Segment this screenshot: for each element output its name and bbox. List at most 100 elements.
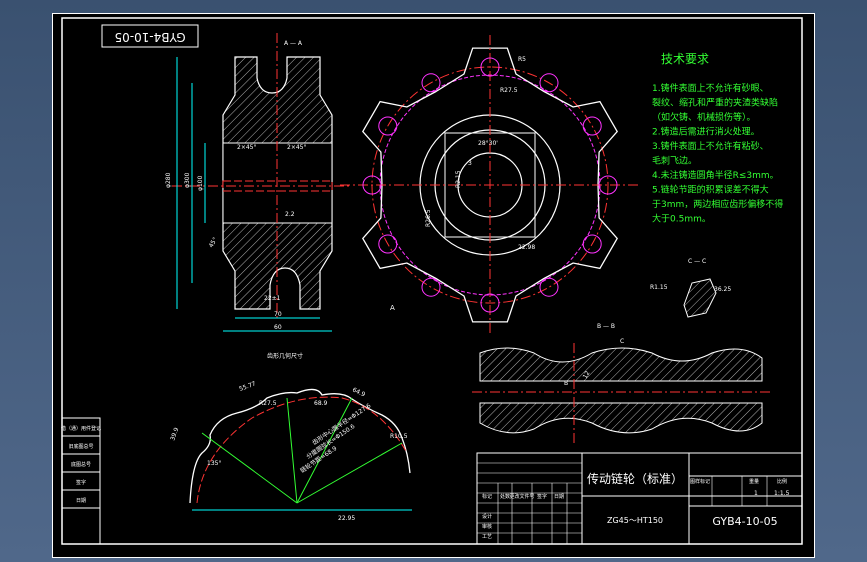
dim-chamfer-right: 2×45° (287, 144, 306, 151)
section-bb-view: B — B C B 12 (472, 323, 770, 443)
pin-circle (362, 175, 382, 195)
req-line: （如欠铸、机械损伤等）。 (652, 111, 756, 123)
pin-circle (378, 234, 398, 254)
left-table-frame (61, 417, 101, 545)
dim-prof3: 68.9 (314, 400, 328, 407)
left-table-cell: 日期 (76, 498, 86, 504)
section-bb-label: B — B (597, 323, 615, 330)
tb-header: 重量 (749, 478, 759, 485)
tb-row-label: 签字 (537, 493, 547, 500)
dim-3625: 36.25 (714, 286, 731, 293)
dim-chamfer-left: 2×45° (237, 144, 256, 151)
req-line: 3.铸件表面上不允许有粘砂、 (652, 140, 769, 152)
tb-header: 比例 (777, 478, 787, 485)
pin-circle (480, 57, 500, 77)
section-cc-label: C — C (688, 258, 706, 265)
prof-ray-1 (201, 432, 298, 504)
req-line: 5.链轮节距的积累误差不得大 (652, 184, 769, 196)
dim-3: 3 (468, 160, 472, 167)
pin-circle (421, 73, 441, 93)
bb-upper (479, 347, 763, 382)
dim-prof4: 39.9 (169, 427, 180, 442)
dim-prof1: 55.77 (238, 380, 257, 393)
req-line: 于3mm，两边相应齿形偏移不得 (652, 198, 783, 210)
pin-circle (480, 293, 500, 313)
tooth-profile-view: 齿形几何尺寸 22.95 55.77 64.9 68.9 39.9 135° R… (169, 352, 412, 522)
tooth-profile-label: 齿形几何尺寸 (267, 352, 303, 360)
pitch-circle (371, 66, 609, 304)
link-pins (362, 57, 618, 313)
req-line: 1.铸件表面上不允许有砂眼、 (652, 82, 769, 94)
dim-70: 70 (274, 311, 282, 318)
dim-28-30: 28°30' (478, 140, 498, 147)
outer-border (52, 13, 815, 558)
prof-ray-4 (296, 442, 403, 504)
dim-45: 45° (208, 236, 219, 249)
title-frame (476, 452, 803, 545)
qty-value: 1 (754, 490, 758, 497)
dim-12: 12 (582, 370, 592, 380)
req-title: 技术要求 (661, 52, 709, 66)
drawing-sheet: GYB4-10-05 A — A φ280 φ300 φ100 60 (52, 13, 815, 558)
dim-prof2: 64.9 (351, 386, 366, 398)
dim-r1: R2.15 (455, 170, 462, 188)
section-cc-view: C — C R1.15 36.25 (650, 258, 731, 318)
prof-ray-3 (296, 397, 353, 504)
code-box (101, 24, 199, 48)
tb-row-label: 更改文件号 (509, 493, 534, 500)
left-table-cell: 签字 (76, 479, 86, 486)
prof-annotation: 齿形中心圆半径=Φ127.6 (311, 401, 373, 446)
tb-row-label: 处数 (500, 493, 510, 500)
dim-r27: R27.5 (500, 87, 518, 94)
req-line: 4.未注铸造圆角半径R≤3mm。 (652, 169, 779, 181)
pin-circle (378, 116, 398, 136)
section-aa-label: A — A (284, 40, 303, 47)
tb-row-label: 标记 (482, 493, 492, 500)
cc-section (683, 278, 717, 318)
dim-r5: R5 (518, 56, 526, 63)
req-line: 2.铸造后需进行消火处理。 (652, 126, 760, 138)
req-line: 大于0.5mm。 (652, 213, 711, 225)
section-letter-b: B (564, 380, 568, 387)
req-line: 裂纹、缩孔和严重的夹渣类缺陷 (652, 97, 778, 109)
section-letter-c: C (620, 338, 624, 345)
section-aa-view: A — A φ280 φ300 φ100 60 70 22±1 2.2 (165, 33, 352, 332)
dim-prof8: R10.5 (390, 433, 408, 440)
bb-lower (479, 402, 763, 434)
pin-circle (539, 73, 559, 93)
left-table-cell: 底图总号 (71, 461, 91, 468)
req-line: 毛刺飞边。 (652, 155, 697, 167)
prof-ray-2 (286, 397, 298, 504)
tb-header: 图样标记 (690, 478, 710, 485)
technical-requirements: 技术要求 1.铸件表面上不允许有砂眼、裂纹、缩孔和严重的夹渣类缺陷 （如欠铸、机械… (652, 52, 783, 225)
tooth-outline (189, 388, 411, 504)
title-block: 传动链轮（标准） ZG45～HT150 GYB4-10-05 1 1:1.5 图… (476, 452, 803, 545)
pin-circle (582, 234, 602, 254)
section-letter-a: A (390, 304, 395, 312)
drawing-number: GYB4-10-05 (712, 515, 777, 528)
dim-key: 22.98 (518, 244, 535, 251)
dim-r26: R26.5 (425, 209, 432, 227)
part-name: 传动链轮（标准） (587, 471, 683, 486)
rotated-drawing-code: GYB4-10-05 (114, 30, 185, 44)
dim-r21: R1.15 (650, 284, 668, 291)
tb-role-label: 工艺 (482, 534, 492, 540)
dim-prof5: 22.95 (338, 515, 355, 522)
dim-prof7: R27.5 (259, 400, 277, 407)
tb-row-label: 日期 (554, 494, 564, 500)
inner-border (61, 17, 803, 545)
dim-phi100: φ100 (197, 175, 204, 191)
tooth-pitch-arc (196, 396, 408, 504)
scale-value: 1:1.5 (774, 490, 790, 497)
dim-phi300: φ300 (184, 172, 191, 188)
dim-2-2: 2.2 (285, 211, 295, 218)
pin-circle (539, 277, 559, 297)
front-view: R27.5 R5 28°30' 3 22.98 R26.5 R2.15 A (340, 35, 640, 335)
dim-22: 22±1 (264, 295, 281, 302)
left-table-cell: 旧底图总号 (68, 443, 93, 450)
left-table-cell: 借（通）用件登记 (61, 425, 101, 432)
dim-phi280: φ280 (165, 172, 172, 188)
pin-circle (598, 175, 618, 195)
